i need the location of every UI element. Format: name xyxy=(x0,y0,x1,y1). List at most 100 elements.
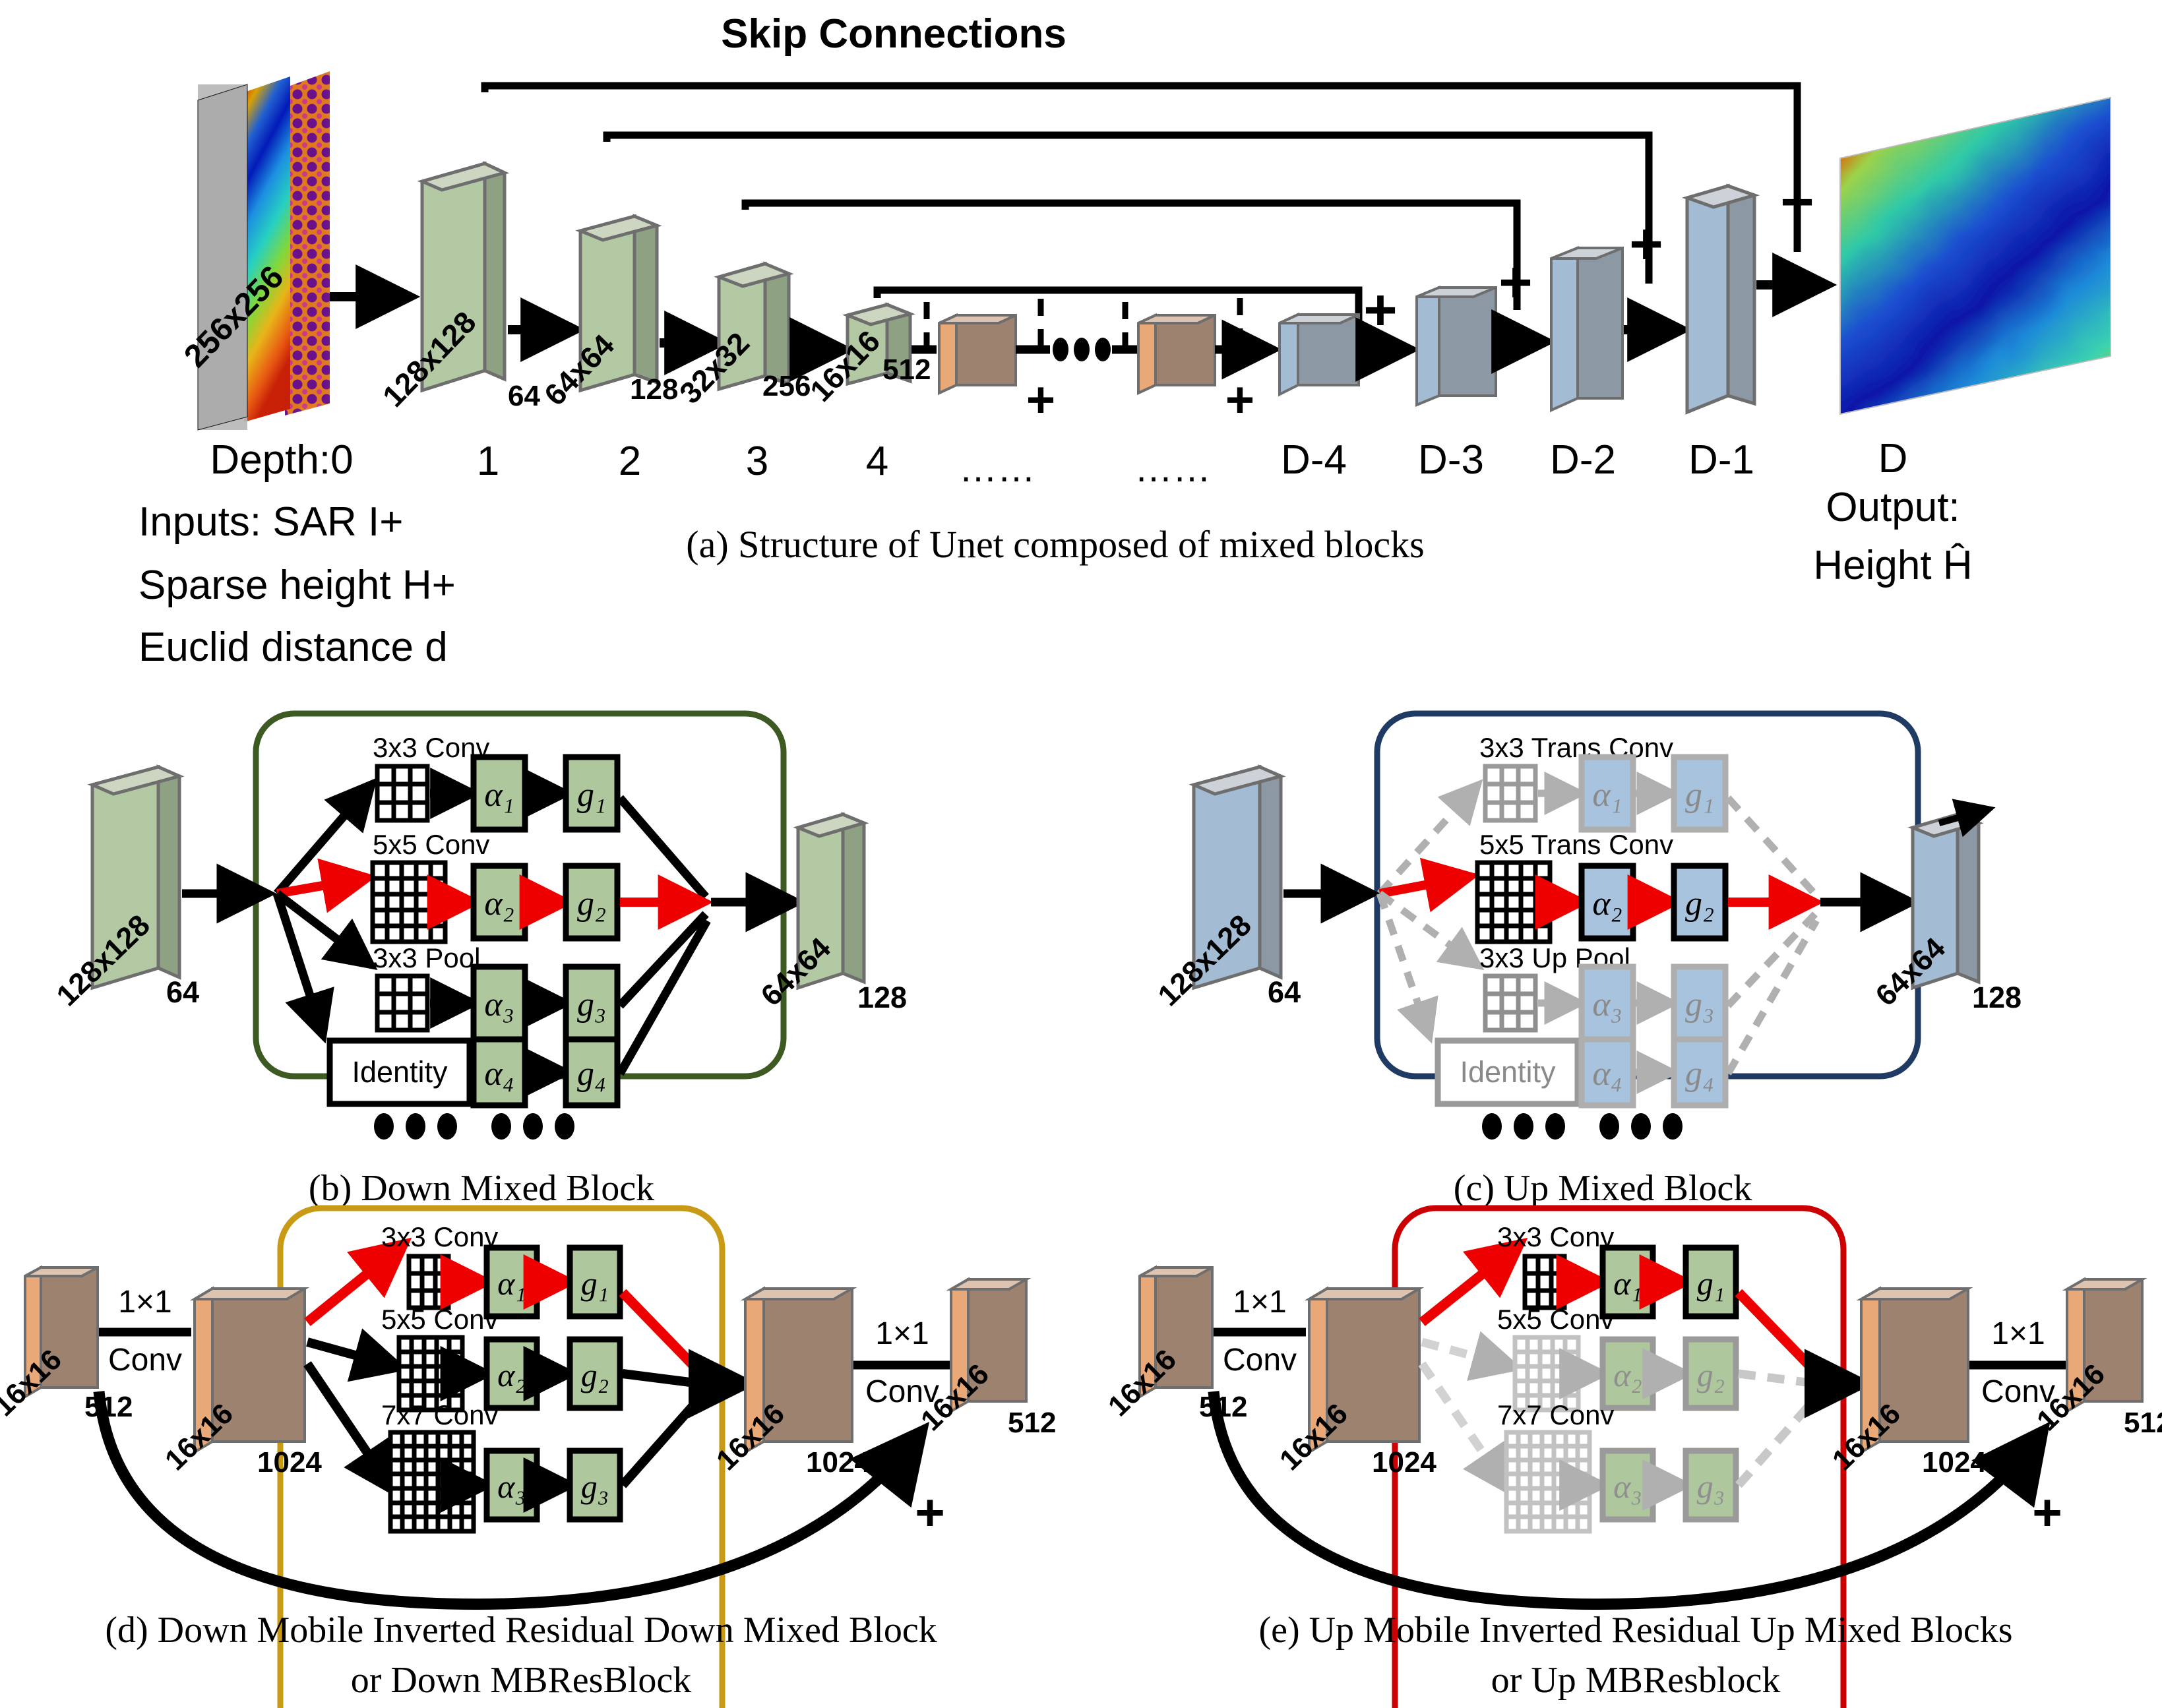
panel-c-fan-3 xyxy=(1377,890,1485,971)
depth-label-0: Depth:0 xyxy=(210,437,353,483)
skip-connection-wires xyxy=(481,82,1801,335)
panel-d-op-3-label: 7x7 Conv xyxy=(381,1399,498,1430)
panel-b-op-4-identity-box xyxy=(326,1037,473,1107)
panel-c-op-4-g: g₄ xyxy=(1685,1055,1714,1093)
panel-c-op-2-label: 5x5 Trans Conv xyxy=(1479,829,1673,860)
panel-d-residual-arc xyxy=(93,1391,930,1610)
panel-d-op-2-g-box xyxy=(567,1336,623,1411)
depth-label-D2: D-2 xyxy=(1550,437,1616,483)
panel-b-merge-4 xyxy=(616,918,711,1076)
panel-e-fanin xyxy=(1735,1289,1874,1488)
panel-c-fanout xyxy=(1376,779,1485,1044)
panel-e-block-3-channels: 1024 xyxy=(1922,1446,1987,1479)
output-height-map xyxy=(1839,96,2111,415)
euclid-distance-plane-wide xyxy=(285,71,330,415)
panel-e-op-2-g: g₂ xyxy=(1697,1357,1725,1393)
panel-d-block-2-channels: 1024 xyxy=(257,1446,322,1479)
panel-e-fan-3 xyxy=(1418,1361,1514,1498)
panel-d-op-1-g: g₁ xyxy=(581,1265,609,1302)
panel-b-op-2-label: 5x5 Conv xyxy=(373,829,489,860)
panel-b-op-1-label: 3x3 Conv xyxy=(373,732,489,763)
panel-b-fan-4 xyxy=(272,892,334,1044)
panel-e-op-1-label: 3x3 Conv xyxy=(1497,1221,1614,1252)
depth-label-2: 2 xyxy=(619,439,641,484)
panel-e-conv-label-b-1: 1×1 xyxy=(1991,1316,2045,1351)
panel-b-op-4-g: g₄ xyxy=(577,1055,606,1093)
panel-c-op-1-label: 3x3 Trans Conv xyxy=(1479,732,1673,763)
encoder-3-channels-label: 256 xyxy=(762,370,811,402)
panel-d-fan-1 xyxy=(304,1237,412,1326)
mbres-block-1 xyxy=(938,313,1017,396)
panel-b-op-2-grid-icon xyxy=(370,860,448,944)
panel-d-conv-label-b-2: Conv xyxy=(865,1374,939,1409)
panel-e-op-1-grid-icon xyxy=(1522,1254,1567,1310)
panel-d-op-2-label: 5x5 Conv xyxy=(381,1304,498,1335)
decoder-block-D1 xyxy=(1681,183,1760,415)
panel-c-op-1-g: g₁ xyxy=(1685,776,1714,814)
panel-e-op-2-alpha: α₂ xyxy=(1613,1357,1642,1393)
panel-d-op-3-g-box xyxy=(567,1448,623,1523)
depth-label-3: 3 xyxy=(746,439,768,484)
panel-d-op-3-g: g₃ xyxy=(581,1468,609,1505)
skip-wire-4 xyxy=(873,286,1363,335)
panel-b-op-4-alpha: α₄ xyxy=(484,1055,514,1093)
panel-b-fan-2 xyxy=(276,858,377,913)
panel-d-conv-label-b-1: 1×1 xyxy=(875,1316,929,1351)
panel-d-op-1-grid-icon xyxy=(406,1254,451,1310)
panel-c-op-4-alpha: α₄ xyxy=(1592,1055,1622,1093)
panel-c-dots-right xyxy=(1599,1113,1683,1140)
panel-c-op-3-grid-icon xyxy=(1483,973,1538,1033)
depth-label-D4: D-4 xyxy=(1281,437,1347,483)
panel-c-dots-left xyxy=(1482,1113,1565,1140)
panel-b-op-4-g-box xyxy=(563,1036,621,1109)
panel-c-op-4-alpha-box xyxy=(1578,1036,1636,1109)
panel-e-caption-line-1: (e) Up Mobile Inverted Residual Up Mixed… xyxy=(1258,1610,2012,1651)
inputs-line-3: Euclid distance d xyxy=(139,625,448,670)
panel-e-op-2-label: 5x5 Conv xyxy=(1497,1304,1614,1335)
panel-e-caption-line-2: or Up MBResblock xyxy=(1491,1660,1781,1701)
panel-d-op-1-g-box xyxy=(567,1244,623,1320)
panel-b-op-2-g-box xyxy=(563,863,621,942)
panel-c-up-mixed-block: 128x128 64 3x3 Trans Conv α₁ g₁ 5x5 Tran… xyxy=(1152,710,2022,1209)
panel-c-op-4-g-box xyxy=(1671,1036,1729,1109)
panel-e-block-2-channels: 1024 xyxy=(1372,1446,1436,1479)
panel-e-up-mbresblock: 16x16 512 1×1 Conv 16x16 1024 3x3 Conv α… xyxy=(1102,1205,2162,1708)
panel-d-fan-2 xyxy=(306,1328,408,1382)
panel-b-op-2-alpha: α₂ xyxy=(484,885,514,923)
depth-label-e1: …… xyxy=(959,447,1035,490)
panel-c-op-4-label: Identity xyxy=(1460,1055,1556,1089)
panel-c-op-3-g: g₃ xyxy=(1685,986,1714,1023)
decoder-block-D3 xyxy=(1415,286,1497,407)
skip-connections-title: Skip Connections xyxy=(721,11,1066,57)
panel-b-op-1-alpha: α₁ xyxy=(484,776,514,814)
panel-c-fan-1 xyxy=(1376,779,1483,896)
panel-b-fan-3 xyxy=(274,890,378,971)
panel-d-op-3-alpha: α₃ xyxy=(497,1468,526,1505)
encoder-block-1: 128x128 64 xyxy=(376,161,540,413)
panel-a-caption: (a) Structure of Unet composed of mixed … xyxy=(686,523,1424,566)
bottleneck-dots xyxy=(1053,338,1111,361)
panel-d-fanout xyxy=(303,1237,412,1498)
panel-e-conv-label-a-1: 1×1 xyxy=(1233,1285,1286,1320)
panel-c-op-1-alpha-box xyxy=(1578,754,1636,833)
panel-e-op-1-g: g₁ xyxy=(1697,1265,1725,1302)
encoder-4-channels-label: 512 xyxy=(882,353,931,386)
panel-c-op-3-alpha: α₃ xyxy=(1592,986,1622,1023)
depth-label-4: 4 xyxy=(866,439,888,484)
panel-d-caption-line-1: (d) Down Mobile Inverted Residual Down M… xyxy=(105,1610,937,1651)
panel-e-block-4: 16x16 512 xyxy=(2031,1277,2162,1439)
panel-c-input-channels: 64 xyxy=(1268,975,1301,1009)
panel-d-block-4: 16x16 512 xyxy=(915,1277,1056,1439)
panel-c-op-1-g-box xyxy=(1671,754,1729,833)
encoder-1-channels-label: 64 xyxy=(508,380,540,412)
skip-wire-3 xyxy=(741,199,1521,310)
panel-c-op-2-g: g₂ xyxy=(1685,885,1714,923)
panel-d-block-2: 16x16 1024 xyxy=(159,1286,322,1479)
mbres-block-2 xyxy=(1137,313,1216,396)
panel-c-output-tip-arrow xyxy=(1938,799,1996,838)
panel-e-op-3-g-box xyxy=(1683,1448,1739,1523)
panel-e-conv-label-b-2: Conv xyxy=(1981,1374,2055,1409)
panel-c-fan-2 xyxy=(1378,857,1480,913)
panel-b-fanout xyxy=(272,778,378,1044)
encoder-block-3: 32x32 256 xyxy=(673,261,811,410)
